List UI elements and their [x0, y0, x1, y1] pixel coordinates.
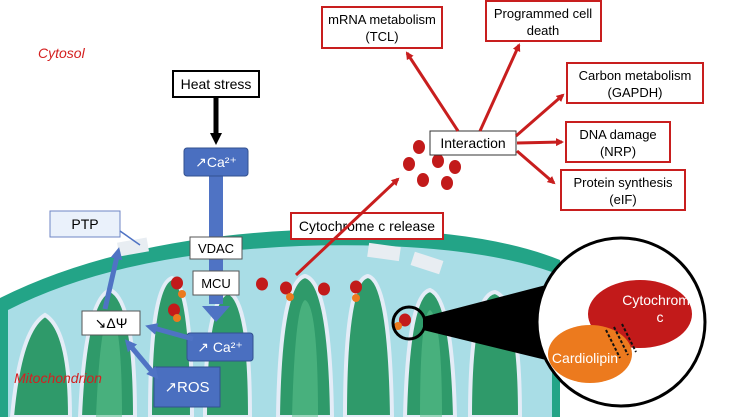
membrane-pore — [410, 251, 444, 275]
mitochondrion-label: Mitochondrion — [14, 370, 102, 386]
ca-bottom-label: ↗ Ca²⁺ — [197, 339, 243, 355]
cytochrome-dots-cytosol — [403, 140, 461, 190]
heat-stress-label: Heat stress — [181, 76, 252, 92]
crista — [342, 273, 395, 417]
interaction-arrows — [405, 43, 565, 185]
crista — [9, 312, 73, 417]
cytochrome-release-node: Cytochrome c release — [290, 212, 444, 240]
carbon-label-2: (GAPDH) — [608, 85, 663, 100]
interaction-node: Interaction — [429, 130, 517, 156]
target-death: Programmed cell death — [485, 0, 602, 42]
arrow-psi-to-ptp — [102, 247, 123, 310]
mrna-label-1: mRNA metabolism — [328, 12, 436, 27]
ros-label: ↗ROS — [164, 379, 209, 396]
ptp-node: PTP — [49, 210, 121, 238]
protein-label-2: (eIF) — [609, 192, 636, 207]
ca-top-node: ↗Ca²⁺ — [183, 147, 249, 177]
cytochrome-c-label-2: c — [657, 309, 664, 325]
ptp-connector — [119, 230, 141, 246]
mrna-label-2: (TCL) — [365, 29, 398, 44]
membrane-pore — [117, 237, 149, 257]
delta-psi-node: ↘ΔΨ — [81, 310, 141, 336]
cytochrome-dots-mito — [168, 276, 411, 330]
target-dna: DNA damage (NRP) — [565, 121, 671, 163]
ros-node: ↗ROS — [153, 366, 221, 408]
magnifier: Cytochrome c Cardiolipin — [391, 236, 707, 408]
dna-label-1: DNA damage — [579, 127, 656, 142]
cytochrome-c-label-1: Cytochrome — [622, 292, 698, 308]
vdac-label: VDAC — [198, 241, 234, 256]
cytosol-label: Cytosol — [38, 45, 86, 61]
ptp-label: PTP — [71, 216, 98, 232]
calcium-flow-arrowhead — [202, 306, 230, 322]
arrow-psi-ros — [124, 339, 159, 380]
membrane-pore — [367, 242, 401, 262]
arrow-to-protein — [516, 149, 556, 185]
arrow-to-mrna — [405, 51, 460, 132]
ca-bottom-node: ↗ Ca²⁺ — [186, 332, 254, 362]
arrow-to-death — [478, 43, 521, 132]
arrow-to-carbon — [515, 93, 565, 138]
binding-lines — [605, 323, 637, 359]
vdac-node: VDAC — [189, 236, 243, 260]
magnifier-beam — [423, 285, 546, 360]
carbon-label-1: Carbon metabolism — [579, 68, 692, 83]
heat-stress-node: Heat stress — [172, 70, 260, 98]
arrow-ca-to-psi — [145, 323, 194, 342]
protein-label-1: Protein synthesis — [574, 175, 673, 190]
target-protein: Protein synthesis (eIF) — [560, 169, 686, 211]
cytochrome-release-label: Cytochrome c release — [299, 218, 435, 234]
arrow-to-dna — [516, 138, 564, 147]
mcu-label: MCU — [201, 276, 231, 291]
death-label-2: death — [527, 23, 560, 38]
dna-label-2: (NRP) — [600, 144, 636, 159]
arrow-release — [294, 177, 400, 277]
delta-psi-label: ↘ΔΨ — [95, 315, 128, 331]
target-mrna: mRNA metabolism (TCL) — [321, 6, 443, 49]
cardiolipin-label: Cardiolipin — [552, 350, 618, 366]
mcu-node: MCU — [192, 270, 240, 296]
interaction-label: Interaction — [440, 135, 505, 151]
target-carbon: Carbon metabolism (GAPDH) — [566, 62, 704, 104]
ca-top-label: ↗Ca²⁺ — [195, 154, 237, 170]
death-label-1: Programmed cell — [494, 6, 592, 21]
